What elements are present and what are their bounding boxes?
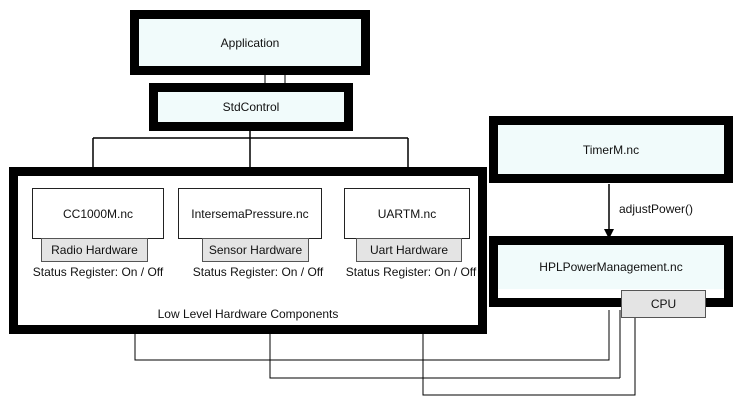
low-level-hardware-label: Low Level Hardware Components	[157, 307, 339, 321]
uart-hardware-label: Uart Hardware	[369, 243, 449, 257]
uart-hardware-box: Uart Hardware	[356, 238, 462, 262]
timer-label: TimerM.nc	[582, 142, 640, 157]
cpu-box: CPU	[621, 290, 706, 318]
adjust-power-label: adjustPower()	[619, 202, 694, 216]
intersema-pressure-label: IntersemaPressure.nc	[191, 206, 309, 221]
hpl-power-management-box: HPLPowerManagement.nc	[489, 236, 733, 307]
radio-hardware-box: Radio Hardware	[41, 238, 148, 262]
radio-status-register: Status Register: On / Off	[32, 264, 164, 279]
uart-status-wire	[422, 278, 636, 396]
stdcontrol-label: StdControl	[222, 100, 280, 114]
sensor-hardware-label: Sensor Hardware	[208, 243, 303, 257]
sensor-hardware-box: Sensor Hardware	[202, 238, 309, 262]
cpu-label: CPU	[650, 297, 677, 311]
stdcontrol-box: StdControl	[149, 83, 353, 131]
intersema-pressure-component: IntersemaPressure.nc	[178, 188, 322, 239]
timer-box: TimerM.nc	[489, 116, 733, 183]
sensor-status-register: Status Register: On / Off	[192, 264, 324, 279]
stdcontrol-branch-lines	[92, 130, 409, 184]
cc1000m-label: CC1000M.nc	[62, 206, 134, 221]
hpl-power-management-label: HPLPowerManagement.nc	[539, 260, 683, 274]
uartm-label: UARTM.nc	[377, 206, 437, 221]
application-label: Application	[220, 35, 280, 50]
radio-hardware-label: Radio Hardware	[51, 243, 138, 257]
application-box: Application	[130, 10, 370, 75]
cc1000m-component: CC1000M.nc	[32, 188, 164, 239]
uart-status-register: Status Register: On / Off	[345, 264, 477, 279]
uartm-component: UARTM.nc	[344, 188, 470, 239]
